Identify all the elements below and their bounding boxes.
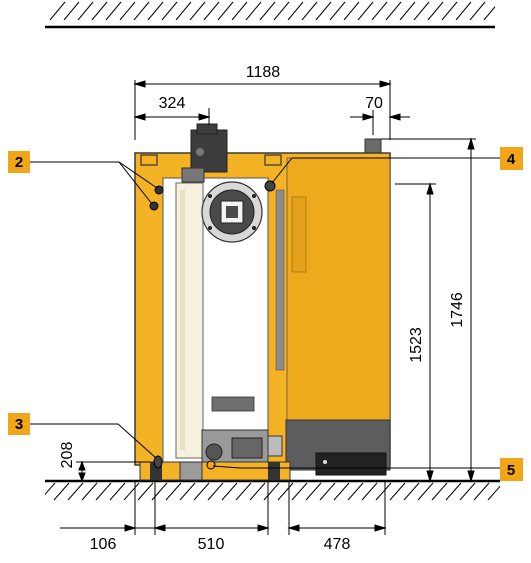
- base-rail: [139, 461, 291, 481]
- callout-5-label: 5: [507, 462, 515, 479]
- dim-right-section: 478: [324, 536, 351, 553]
- dim-bottom-height: 208: [59, 442, 76, 469]
- dim-total-width: 1188: [246, 64, 281, 81]
- boiler: [134, 123, 391, 481]
- callout-5: 5: [212, 458, 523, 481]
- callout-4-label: 4: [507, 151, 516, 168]
- dim-door-width: 510: [198, 536, 225, 553]
- callout-4: 4: [271, 147, 523, 184]
- dimension-lines: [60, 80, 476, 535]
- callout-3: 3: [8, 413, 157, 459]
- inspection-plate: [211, 396, 255, 412]
- dim-flue-offset: 70: [365, 95, 383, 112]
- connection-5-icon: [206, 460, 216, 470]
- callout-2: 2: [8, 151, 158, 205]
- floor-hatch: [45, 479, 500, 501]
- ash-box-latch: [323, 460, 327, 464]
- connection-4-icon: [264, 180, 276, 192]
- callout-3-label: 3: [15, 416, 23, 433]
- side-panel-strip: [291, 196, 307, 273]
- dim-left-clearance: 106: [90, 536, 117, 553]
- burner-flange: [201, 181, 263, 243]
- connection-3-icon: [153, 455, 163, 469]
- dim-total-height: 1746: [449, 292, 466, 328]
- dim-left-offset: 324: [159, 95, 186, 112]
- side-slot: [275, 189, 285, 371]
- lower-mechanism: [201, 429, 283, 467]
- callout-2-label: 2: [15, 154, 23, 171]
- ash-box: [315, 452, 387, 476]
- dim-connection-height: 1523: [408, 327, 425, 363]
- fan-motor: [181, 123, 228, 183]
- top-wall-hatch: [45, 1, 495, 29]
